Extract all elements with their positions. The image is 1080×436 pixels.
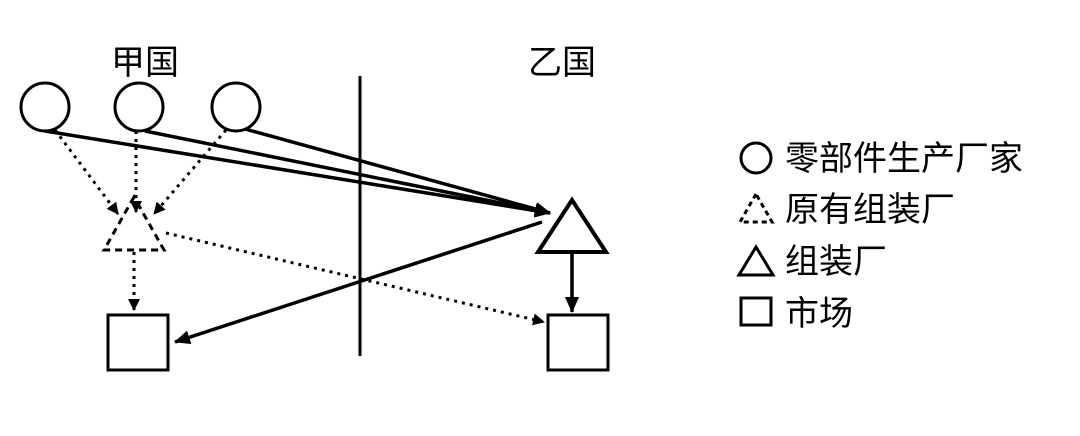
- country-label-left: 甲国: [111, 43, 179, 83]
- legend-circle-icon: [739, 141, 773, 175]
- new-assembly-plant: [534, 196, 610, 254]
- dotted-arrow-parts1-to-original: [53, 129, 120, 215]
- legend-dashed-triangle-icon: [737, 190, 775, 224]
- legend-square-icon: [739, 296, 773, 327]
- legend-triangle-icon: [736, 244, 776, 277]
- solid-arrow-parts1-to-new: [44, 129, 551, 218]
- legend-label-original-assembly: 原有组装厂: [785, 190, 955, 230]
- original-assembly-plant: [101, 193, 167, 252]
- legend-label-market: 市场: [785, 294, 853, 334]
- dotted-arrow-original-to-right-market: [165, 231, 545, 326]
- solid-arrow-parts3-to-new: [244, 127, 551, 216]
- legend: 零部件生产厂家 原有组装厂 组装厂 市场: [736, 139, 1023, 334]
- country-label-right: 乙国: [528, 43, 596, 83]
- market-left: [106, 313, 170, 372]
- parts-factory-1: [19, 81, 71, 133]
- parts-factory-3: [210, 81, 262, 133]
- solid-arrow-parts2-to-new: [144, 129, 551, 217]
- solid-arrow-new-to-left-market: [174, 220, 543, 344]
- legend-label-parts-factory: 零部件生产厂家: [785, 139, 1023, 179]
- market-right: [546, 313, 610, 372]
- legend-label-assembly: 组装厂: [785, 242, 887, 282]
- dotted-arrow-parts3-to-original: [152, 129, 228, 215]
- parts-factory-2: [113, 81, 165, 133]
